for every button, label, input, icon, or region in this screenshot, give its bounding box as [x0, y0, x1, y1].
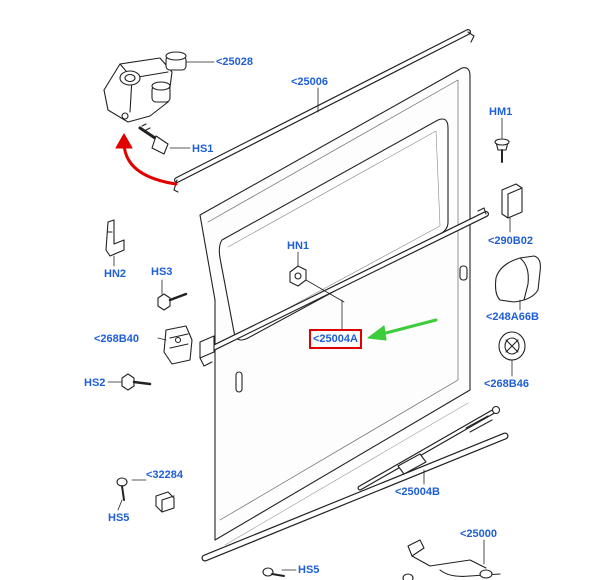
stud-hm1: [494, 138, 510, 163]
label-hn2[interactable]: HN2: [104, 268, 127, 280]
label-hs5-left[interactable]: HS5: [108, 512, 130, 524]
clip-290b02: [501, 183, 523, 219]
label-hs3[interactable]: HS3: [151, 266, 173, 278]
lower-rail: [357, 405, 501, 491]
label-hm1[interactable]: HM1: [489, 106, 513, 118]
hinge-bracket-25028: [103, 51, 187, 123]
screw-hs5-bottom: [262, 567, 285, 577]
weatherstrip-lower: [201, 432, 509, 562]
label-hs5-bottom[interactable]: HS5: [298, 564, 320, 576]
red-arrow-head: [115, 133, 133, 149]
screw-hs5-left: [116, 477, 128, 501]
bracket-268b40: [163, 325, 193, 365]
label-25028[interactable]: <25028: [216, 56, 254, 68]
cover-248a66b: [494, 255, 541, 303]
label-hs2[interactable]: HS2: [84, 377, 106, 389]
clip-hn2: [105, 219, 125, 257]
label-hn1[interactable]: HN1: [287, 240, 310, 252]
label-268b46[interactable]: <268B46: [484, 378, 529, 390]
label-25006[interactable]: <25006: [291, 76, 329, 88]
hinge-25000: [402, 539, 501, 580]
green-arrow-head: [367, 325, 387, 341]
label-248a66b[interactable]: <248A66B: [486, 311, 539, 323]
label-32284[interactable]: <32284: [146, 469, 184, 481]
bumper-32284: [155, 491, 175, 513]
label-290b02[interactable]: <290B02: [488, 235, 533, 247]
label-268b40[interactable]: <268B40: [94, 333, 139, 345]
bolt-hs3: [157, 292, 188, 311]
roller-268b46: [498, 331, 526, 361]
weatherstrip-middle: [199, 207, 489, 367]
weatherstrip-upper: [173, 29, 475, 193]
label-25000[interactable]: <25000: [460, 528, 498, 540]
label-25004b[interactable]: <25004B: [395, 486, 440, 498]
bolt-hs1: [138, 123, 169, 155]
green-arrow: [380, 318, 438, 336]
bolt-hs2: [121, 373, 152, 391]
label-hs1[interactable]: HS1: [192, 143, 214, 155]
leader-lines: [107, 61, 521, 571]
label-25004a[interactable]: <25004A: [309, 329, 362, 349]
